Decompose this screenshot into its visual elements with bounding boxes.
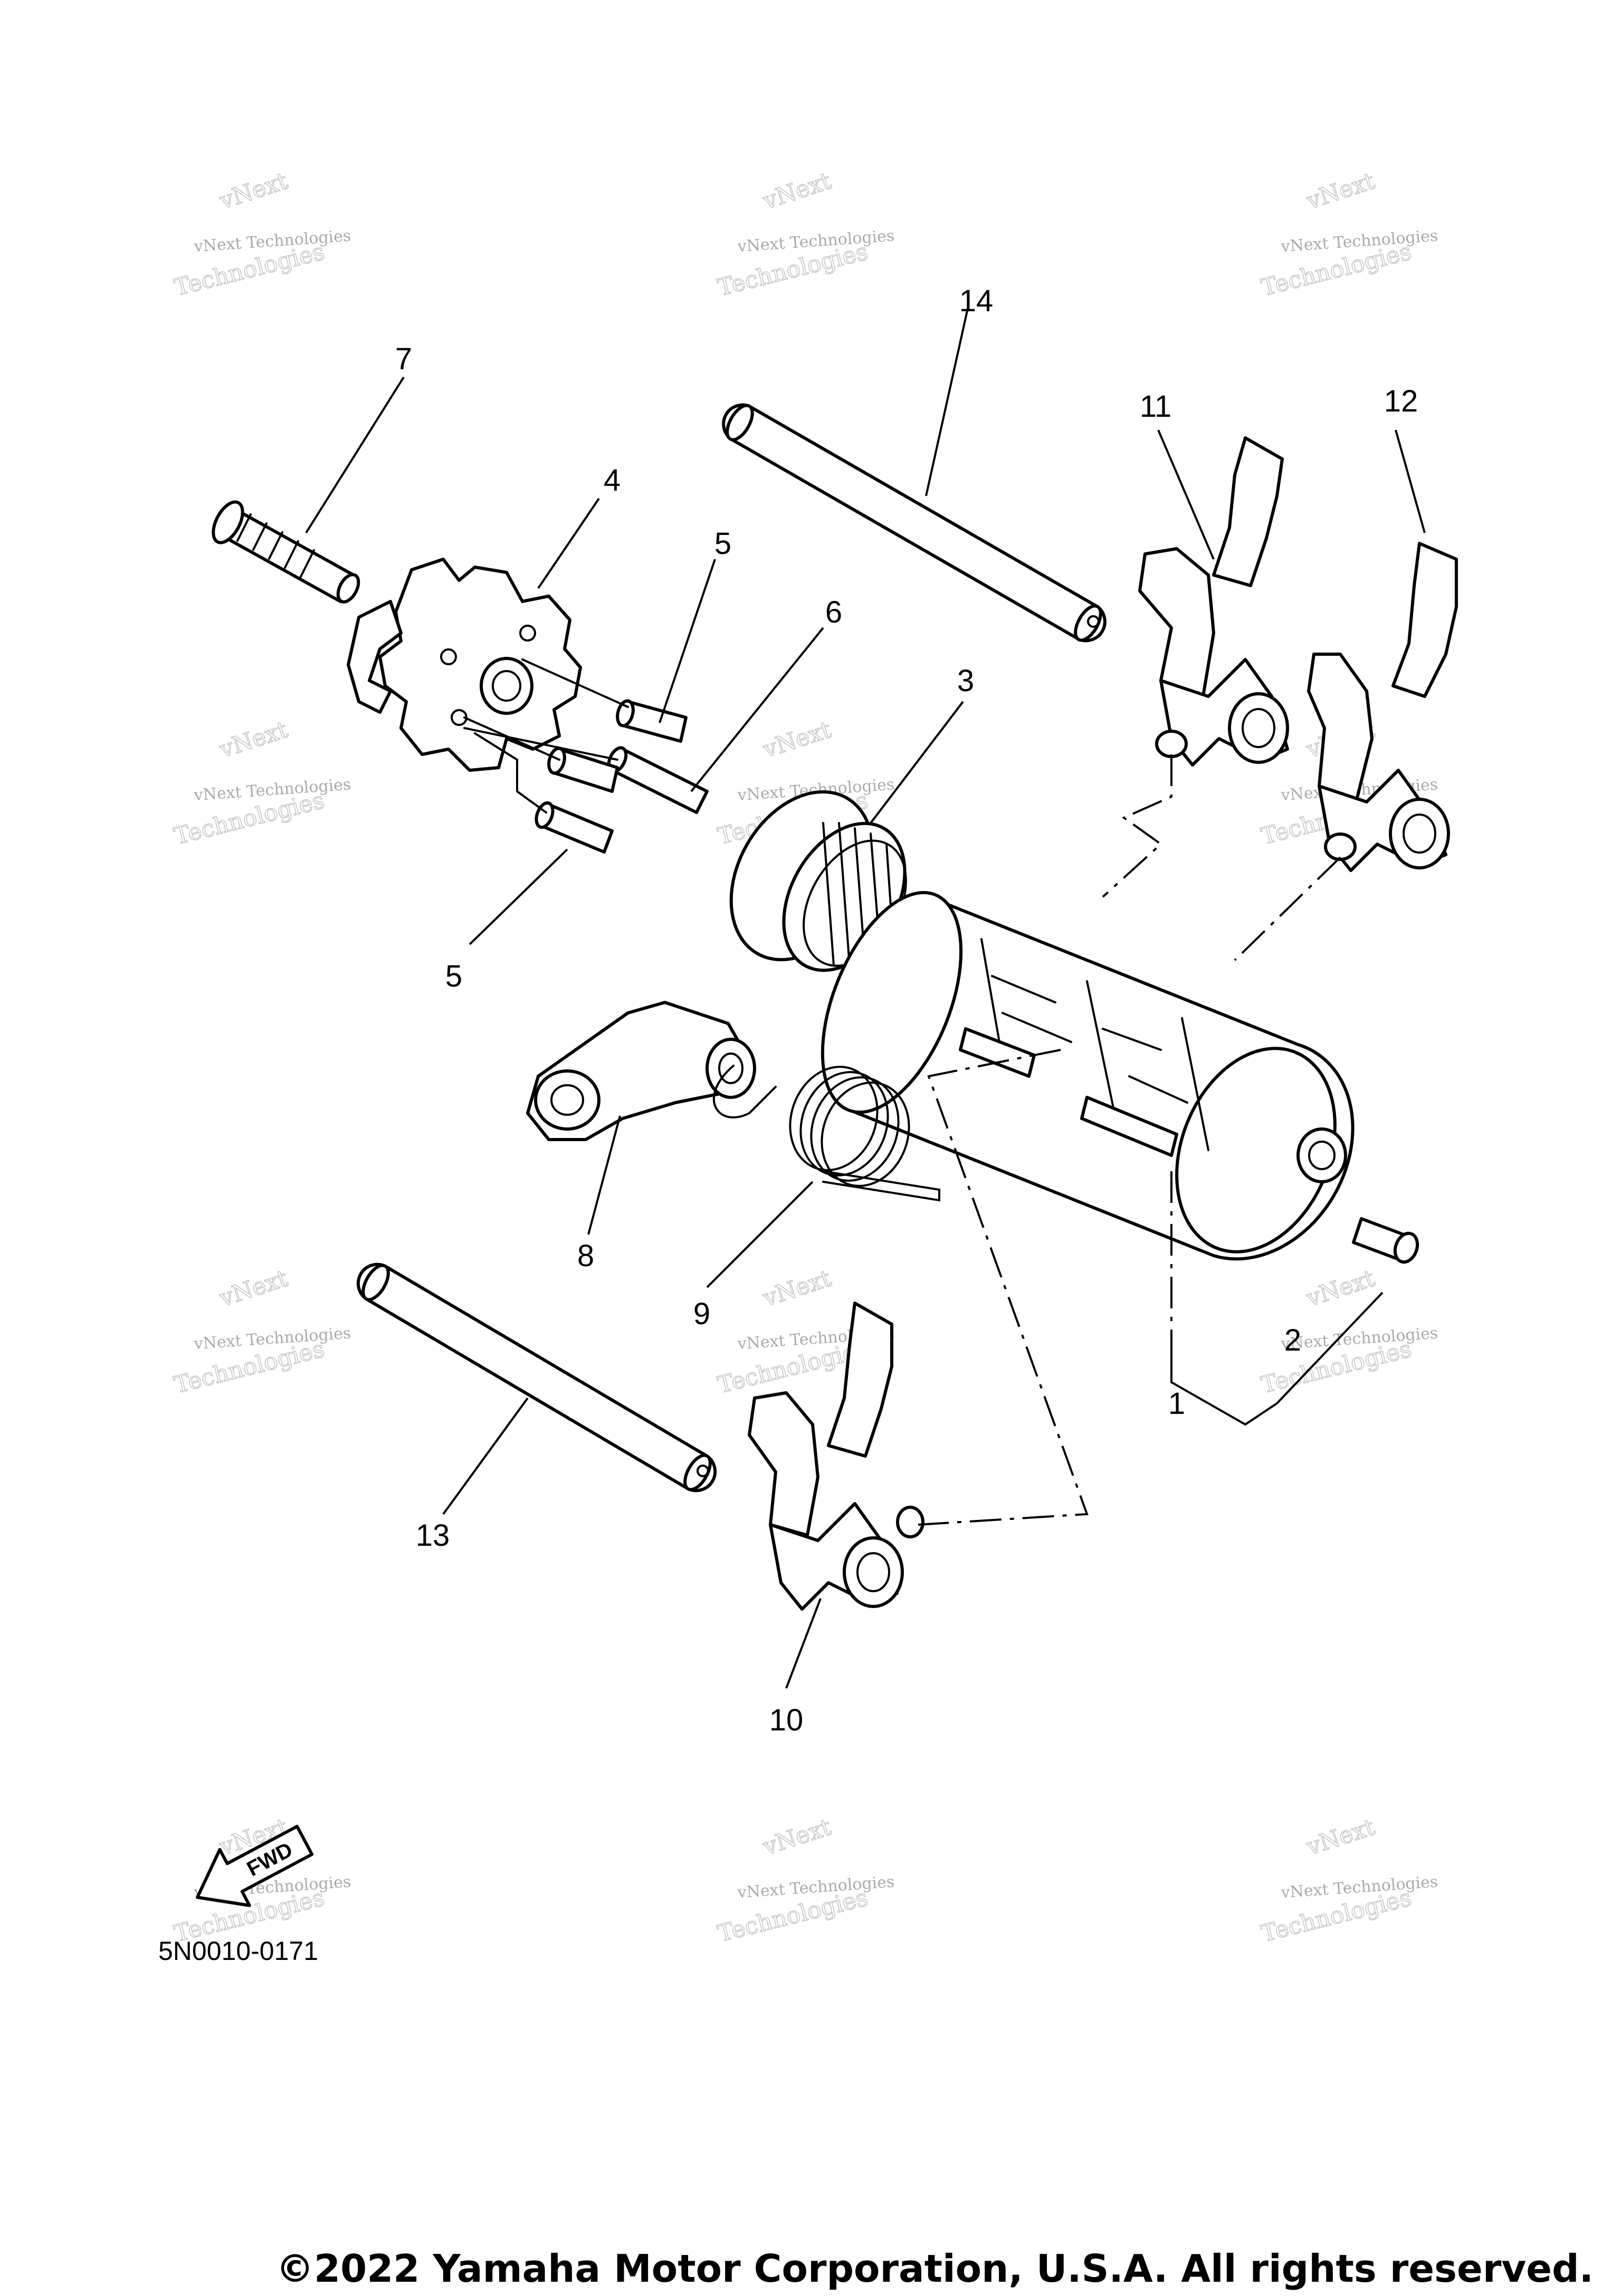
callout-1: 1 bbox=[1168, 1386, 1185, 1421]
callout-4: 4 bbox=[604, 463, 621, 498]
copyright-notice: ©2022 Yamaha Motor Corporation, U.S.A. A… bbox=[276, 2246, 1594, 2291]
part-5-pin-upper bbox=[616, 699, 688, 743]
part-9-torsion-spring bbox=[712, 1065, 940, 1202]
part-11-shift-fork bbox=[1138, 436, 1289, 767]
callout-7: 7 bbox=[395, 342, 412, 376]
svg-text:vNext: vNext bbox=[1303, 1813, 1378, 1861]
callout-9: 9 bbox=[693, 1297, 710, 1331]
svg-text:vNext: vNext bbox=[759, 1813, 834, 1861]
callout-5-upper: 5 bbox=[714, 527, 731, 561]
watermark: vNext Technologies vNext Technologies bbox=[1258, 1813, 1438, 1948]
part-12-shift-fork bbox=[1307, 542, 1458, 872]
svg-text:vNext: vNext bbox=[216, 1265, 291, 1312]
callout-11: 11 bbox=[1140, 389, 1171, 424]
watermark: vNext Technologies vNext Technologies bbox=[171, 1265, 351, 1399]
svg-text:vNext: vNext bbox=[759, 716, 834, 763]
svg-text:vNext: vNext bbox=[759, 167, 834, 215]
callout-6: 6 bbox=[825, 595, 842, 629]
svg-text:vNext: vNext bbox=[759, 1265, 834, 1312]
svg-text:vNext: vNext bbox=[216, 716, 291, 763]
callout-labels: 1 2 3 4 5 5 6 7 8 9 10 11 12 13 14 bbox=[395, 284, 1418, 1737]
part-10-shift-fork bbox=[748, 1302, 924, 1611]
engagement-lines bbox=[918, 754, 1341, 1526]
pin-alignment-lines bbox=[463, 658, 629, 814]
watermark: vNext Technologies vNext Technologies bbox=[1258, 167, 1438, 302]
callout-13: 13 bbox=[416, 1518, 450, 1553]
callout-10: 10 bbox=[769, 1703, 804, 1737]
svg-text:vNext: vNext bbox=[1303, 1265, 1378, 1312]
part-7-bolt bbox=[212, 500, 360, 604]
leader-lines bbox=[305, 305, 1426, 1689]
part-5-pin-lower bbox=[535, 801, 614, 854]
diagram-code: 5N0010-0171 bbox=[158, 1936, 318, 1966]
svg-text:vNext: vNext bbox=[216, 167, 291, 215]
part-1-shift-drum bbox=[821, 891, 1355, 1261]
callout-3: 3 bbox=[957, 664, 974, 698]
callout-2: 2 bbox=[1284, 1323, 1301, 1357]
part-13-shift-fork-shaft bbox=[356, 1262, 717, 1493]
part-6-pin bbox=[607, 746, 709, 814]
watermark: vNext Technologies vNext Technologies bbox=[171, 716, 351, 850]
callout-8: 8 bbox=[577, 1239, 594, 1273]
svg-text:vNext: vNext bbox=[1303, 167, 1378, 215]
callout-5-lower: 5 bbox=[445, 959, 462, 993]
watermark: vNext Technologies vNext Technologies bbox=[714, 167, 895, 302]
callout-14: 14 bbox=[959, 284, 994, 318]
part-5-pin-middle bbox=[547, 747, 619, 793]
part-8-stopper-lever bbox=[526, 1001, 756, 1141]
part-2-pin bbox=[1352, 1217, 1419, 1264]
watermark: vNext Technologies vNext Technologies bbox=[714, 1813, 895, 1948]
callout-12: 12 bbox=[1384, 384, 1418, 418]
part-14-shift-fork-shaft bbox=[722, 403, 1107, 643]
watermark: vNext Technologies vNext Technologies bbox=[171, 167, 351, 302]
part-4-segment bbox=[347, 558, 582, 772]
